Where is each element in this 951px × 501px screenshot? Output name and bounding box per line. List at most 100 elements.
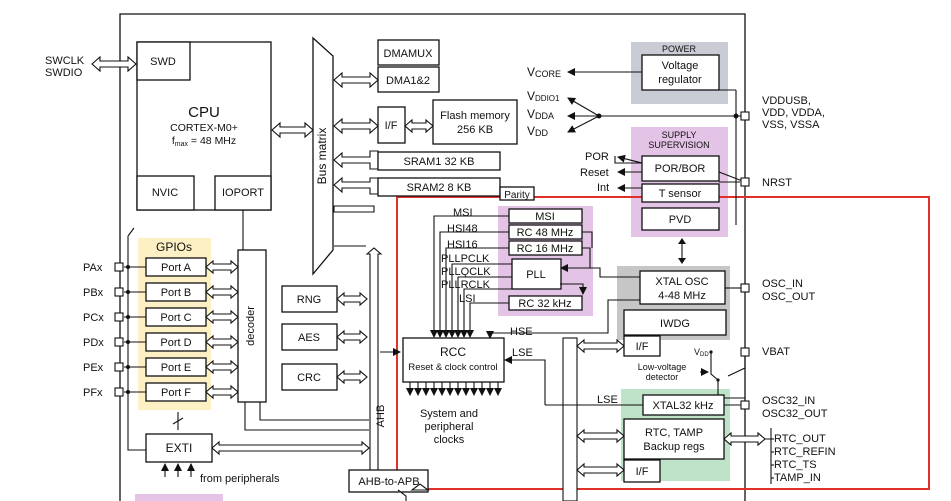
bus-matrix-block	[312, 36, 334, 276]
swclk-pin-label: SWCLK	[45, 55, 85, 67]
port-arrow	[205, 259, 239, 275]
swdio-pin-label: SWDIO	[45, 67, 83, 79]
cpu-fmax: fmax = 48 MHz	[172, 135, 236, 148]
crc-label: CRC	[297, 372, 321, 384]
power-label: POWER	[662, 44, 697, 54]
gpio-label: GPIOs	[156, 240, 192, 254]
sys-clocks-line3: clocks	[434, 434, 465, 446]
port-pin-label: PFx	[83, 387, 103, 399]
port-arrow	[205, 334, 239, 350]
hsi48-signal: HSI48	[447, 223, 478, 235]
pll-label: PLL	[526, 269, 546, 281]
hsi16-signal: HSI16	[447, 239, 478, 251]
port-label: Port B	[161, 287, 192, 299]
voltage-regulator-block	[641, 54, 720, 91]
rcc-sub: Reset & clock control	[408, 362, 497, 373]
por-bor-label: POR/BOR	[655, 163, 706, 175]
lse-signal: LSE	[512, 347, 533, 359]
swd-label: SWD	[150, 56, 176, 68]
rtc-if-block	[623, 459, 661, 483]
osc32-in-label: OSC32_IN	[762, 395, 815, 407]
vdda-label: VDDA	[527, 107, 554, 121]
voltage-regulator-line2: regulator	[658, 74, 702, 86]
parity-label: Parity	[504, 190, 530, 201]
port-pin-label: PCx	[83, 312, 104, 324]
supply-pins-line1: VDDUSB,	[762, 95, 811, 107]
flash-line2: 256 KB	[457, 124, 493, 136]
vdd-label: VDD	[527, 124, 549, 138]
dmamux-label: DMAMUX	[384, 48, 434, 60]
vbat-label: VBAT	[762, 346, 790, 358]
rtc-out-label: RTC_OUT	[774, 433, 826, 445]
t-sensor-block	[641, 183, 720, 203]
exti-block	[145, 433, 213, 463]
flash-if-block	[377, 106, 406, 144]
iwdg-block	[623, 309, 727, 336]
nrst-label: NRST	[762, 177, 792, 189]
ioport-block	[214, 175, 272, 211]
rtc-refin-label: RTC_REFIN	[774, 446, 836, 458]
apb-if-block	[623, 335, 661, 357]
supply-pin	[740, 111, 750, 121]
port-arrow	[205, 384, 239, 400]
vbat-pin	[740, 347, 750, 357]
flash-arrow	[333, 117, 379, 135]
rtc-block	[623, 418, 725, 460]
sram1-arrow	[333, 150, 379, 170]
chip-outline	[119, 13, 746, 501]
tamp-in-label: TAMP_IN	[774, 472, 821, 484]
hse-signal: HSE	[510, 326, 533, 338]
pllr-signal: PLLRCLK	[441, 279, 491, 291]
port-pin-label: PDx	[83, 337, 104, 349]
port-pin-label: PAx	[83, 262, 103, 274]
sram2-label: SRAM2 8 KB	[407, 182, 472, 194]
voltage-regulator-line1: Voltage	[662, 60, 699, 72]
sram2-arrow	[333, 176, 379, 195]
int-signal: Int	[597, 182, 609, 194]
osc-in-pin	[740, 283, 750, 293]
por-bor-block	[641, 155, 720, 182]
crc-block	[281, 363, 338, 391]
rcc-block	[402, 337, 505, 383]
cpu-core: CORTEX-M0+	[170, 122, 238, 134]
supervision-label1: SUPPLY	[662, 130, 697, 140]
cpu-bus-arrow	[271, 121, 314, 139]
rtc-line2: Backup regs	[643, 441, 705, 453]
decoder-block	[237, 249, 267, 403]
rc48-label: RC 48 MHz	[517, 227, 574, 239]
pll-block	[511, 258, 562, 290]
rtc-line1: RTC, TAMP	[645, 427, 703, 439]
iwdg-label: IWDG	[660, 318, 690, 330]
port-pin	[114, 362, 124, 372]
t-sensor-label: T sensor	[659, 188, 702, 200]
aes-label: AES	[298, 332, 320, 344]
bus-matrix-label: Bus matrix	[315, 128, 329, 185]
port-pin-label: PBx	[83, 287, 104, 299]
port-pin	[114, 287, 124, 297]
rtc-ts-label: RTC_TS	[774, 459, 817, 471]
xtal32-label: XTAL32 kHz	[653, 400, 714, 412]
dma-label: DMA1&2	[386, 75, 430, 87]
flash-line1: Flash memory	[440, 110, 510, 122]
from-peripherals-label: from peripherals	[200, 473, 280, 485]
lsi-signal: LSI	[459, 293, 476, 305]
port-label: Port C	[160, 312, 191, 324]
por-signal: POR	[585, 151, 609, 163]
sram1-label: SRAM1 32 KB	[404, 156, 475, 168]
port-label: Port A	[161, 262, 192, 274]
lv-detector-line1: Low-voltage	[638, 362, 687, 372]
sys-clocks-line2: peripheral	[425, 421, 474, 433]
ahb-bus	[365, 247, 383, 471]
port-arrow	[205, 284, 239, 300]
vddio-label: VDDIO1	[527, 89, 560, 103]
pvd-block	[641, 207, 720, 231]
lv-detector-line2: detector	[646, 372, 679, 382]
apb-bus	[562, 337, 578, 501]
osc32-out-label: OSC32_OUT	[762, 408, 828, 420]
dma-block	[377, 66, 440, 93]
supply-pins-line2: VDD, VDDA,	[762, 107, 825, 119]
decoder-label: decoder	[245, 306, 257, 346]
port-arrow	[205, 359, 239, 375]
bottom-group-bg	[135, 494, 223, 501]
